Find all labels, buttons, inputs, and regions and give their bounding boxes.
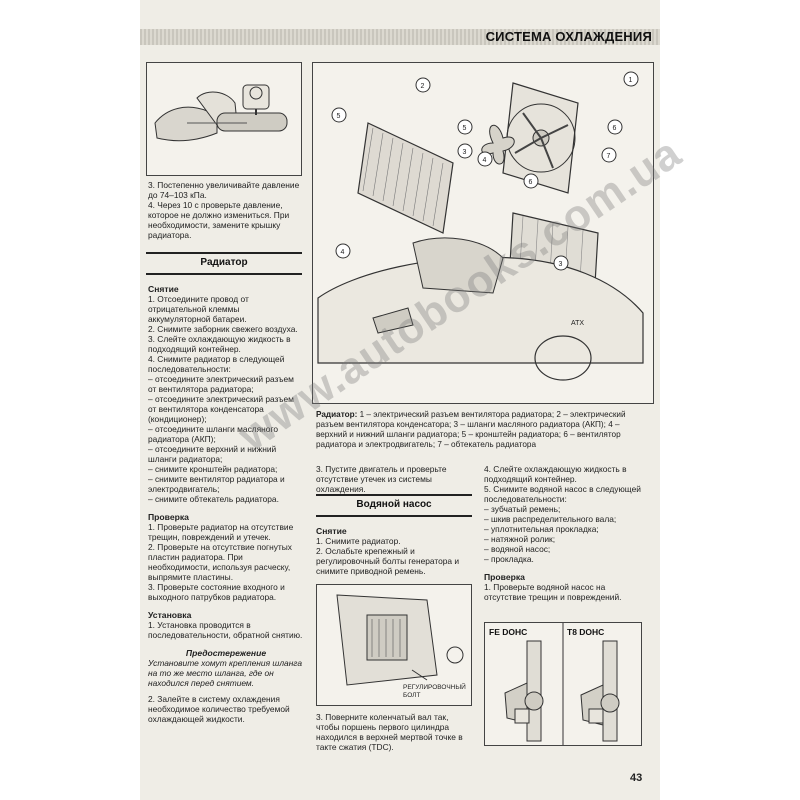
- pump-step-3: 3. Поверните коленчатый вал так, чтобы п…: [316, 712, 463, 752]
- engine-pump-figure: FE DOHC T8 DOHC: [484, 622, 642, 746]
- pump-check-title: Проверка: [484, 572, 525, 582]
- radiator-removal-2: 2. Снимите заборник свежего воздуха.: [148, 324, 298, 334]
- radiator-check-3: 3. Проверьте состояние входного и выходн…: [148, 582, 285, 602]
- t8-pump-shape: [580, 640, 620, 742]
- warning-text: Установите хомут крепления шланга на то …: [148, 658, 303, 688]
- callout-4a: 4: [483, 157, 487, 164]
- radiator-heading: Радиатор: [200, 257, 248, 268]
- radiator-drawing: 2 5 5 3 4 1 6 7 6 3 4 ATX: [313, 63, 653, 403]
- bolt-label-2: БОЛТ: [403, 692, 420, 699]
- pump-removal-title: Снятие: [316, 526, 347, 536]
- pressure-test-text: 3. Постепенно увеличивайте давление до 7…: [148, 180, 302, 240]
- callout-4b: 4: [341, 249, 345, 256]
- callout-3b: 3: [559, 261, 563, 268]
- engine-bay-shape: [317, 237, 644, 381]
- caption-lead: Радиатор:: [316, 410, 358, 419]
- radiator-removal-10: – снимите вентилятор радиатора и электро…: [148, 474, 285, 494]
- radiator-figure-caption: Радиатор: 1 – электрический разъем венти…: [316, 410, 652, 450]
- pump-removal-text: Снятие 1. Снимите радиатор. 2. Ослабьте …: [316, 526, 474, 576]
- callout-6b: 6: [529, 179, 533, 186]
- pump-part-2: – шкив распределительного вала;: [484, 514, 617, 524]
- radiator-removal-7: – отсоедините шланги масляного радиатора…: [148, 424, 278, 444]
- pump-removal-1: 1. Снимите радиатор.: [316, 536, 401, 546]
- radiator-removal-title: Снятие: [148, 284, 179, 294]
- section-title: СИСТЕМА ОХЛАЖДЕНИЯ: [485, 29, 652, 44]
- pressure-test-figure: [146, 62, 302, 176]
- pump-part-4: – натяжной ролик;: [484, 534, 556, 544]
- tdc-text: 3. Поверните коленчатый вал так, чтобы п…: [316, 712, 474, 752]
- pump-check-1: 1. Проверьте водяной насос на отсутствие…: [484, 582, 622, 602]
- radiator-install-title: Установка: [148, 610, 192, 620]
- caption-text: 1 – электрический разъем вентилятора рад…: [316, 410, 626, 449]
- pressure-step-4: 4. Через 10 с проверьте давление, которо…: [148, 200, 290, 240]
- generator-bolt-figure: РЕГУЛИРОВОЧНЫЙ БОЛТ: [316, 584, 472, 706]
- radiator-check-title: Проверка: [148, 512, 189, 522]
- water-pump-heading: Водяной насос: [356, 499, 432, 510]
- radiator-removal-1: 1. Отсоедините провод от отрицательной к…: [148, 294, 249, 324]
- radiator-removal-6: – отсоедините электрический разъем от ве…: [148, 394, 294, 424]
- pump-part-3: – уплотнительная прокладка;: [484, 524, 599, 534]
- radiator-text: Снятие 1. Отсоедините провод от отрицате…: [148, 284, 304, 724]
- callout-5a: 5: [337, 113, 341, 120]
- radiator-install-2: 2. Залейте в систему охлаждения необходи…: [148, 694, 290, 724]
- pump-rule-top: [316, 494, 472, 496]
- radiator-install-1: 1. Установка проводится в последовательн…: [148, 620, 303, 640]
- pump-part-5: – водяной насос;: [484, 544, 551, 554]
- pump-step-4: 4. Слейте охлаждающую жидкость в подходя…: [484, 464, 627, 484]
- callout-6a: 6: [613, 125, 617, 132]
- radiator-check-1: 1. Проверьте радиатор на отсутствие трещ…: [148, 522, 294, 542]
- radiator-rule-bottom: [146, 273, 302, 275]
- page-header: СИСТЕМА ОХЛАЖДЕНИЯ: [140, 29, 660, 45]
- page-number: 43: [630, 772, 643, 784]
- engine-pump-drawing: FE DOHC T8 DOHC: [485, 623, 641, 745]
- engine-label-t8: T8 DOHC: [567, 627, 604, 637]
- pressure-step-3: 3. Постепенно увеличивайте давление до 7…: [148, 180, 300, 200]
- radiator-removal-8: – отсоедините верхний и нижний шланги ра…: [148, 444, 277, 464]
- pump-removal-2: 2. Ослабьте крепежный и регулировочный б…: [316, 546, 460, 576]
- leak-check-step: 3. Пустите двигатель и проверьте отсутст…: [316, 464, 447, 494]
- callout-2: 2: [421, 83, 425, 90]
- radiator-removal-11: – снимите обтекатель радиатора.: [148, 494, 279, 504]
- radiator-figure: 2 5 5 3 4 1 6 7 6 3 4 ATX: [312, 62, 654, 404]
- radiator-removal-5: – отсоедините электрический разъем от ве…: [148, 374, 294, 394]
- fe-pump-shape: [504, 640, 544, 742]
- pressure-test-drawing: [147, 63, 301, 175]
- radiator-check-2: 2. Проверьте на отсутствие погнутых плас…: [148, 542, 292, 582]
- bolt-label-1: РЕГУЛИРОВОЧНЫЙ: [403, 682, 466, 691]
- radiator-core-shape: [357, 122, 454, 234]
- generator-drawing: РЕГУЛИРОВОЧНЫЙ БОЛТ: [317, 585, 471, 705]
- callout-1: 1: [629, 77, 633, 84]
- radiator-rule-top: [146, 252, 302, 254]
- callout-3: 3: [463, 149, 467, 156]
- radiator-removal-9: – снимите кронштейн радиатора;: [148, 464, 278, 474]
- pump-rule-bottom: [316, 515, 472, 517]
- callout-7: 7: [607, 153, 611, 160]
- pump-part-6: – прокладка.: [484, 554, 534, 564]
- pump-step-5: 5. Снимите водяной насос в следующей пос…: [484, 484, 641, 504]
- atx-label: ATX: [571, 320, 584, 327]
- callout-group: 2 5 5 3 4 1 6 7 6 3 4 ATX: [331, 71, 639, 327]
- leak-check-text: 3. Пустите двигатель и проверьте отсутст…: [316, 464, 476, 494]
- warning-title: Предостережение: [185, 648, 267, 658]
- engine-label-fe: FE DOHC: [489, 627, 527, 637]
- pump-removal-continued: 4. Слейте охлаждающую жидкость в подходя…: [484, 464, 648, 602]
- pump-part-1: – зубчатый ремень;: [484, 504, 561, 514]
- fan-shroud-shape: [502, 82, 579, 194]
- callout-5b: 5: [463, 125, 467, 132]
- radiator-removal-3: 3. Слейте охлаждающую жидкость в подходя…: [148, 334, 291, 354]
- radiator-removal-4: 4. Снимите радиатор в следующей последов…: [148, 354, 285, 374]
